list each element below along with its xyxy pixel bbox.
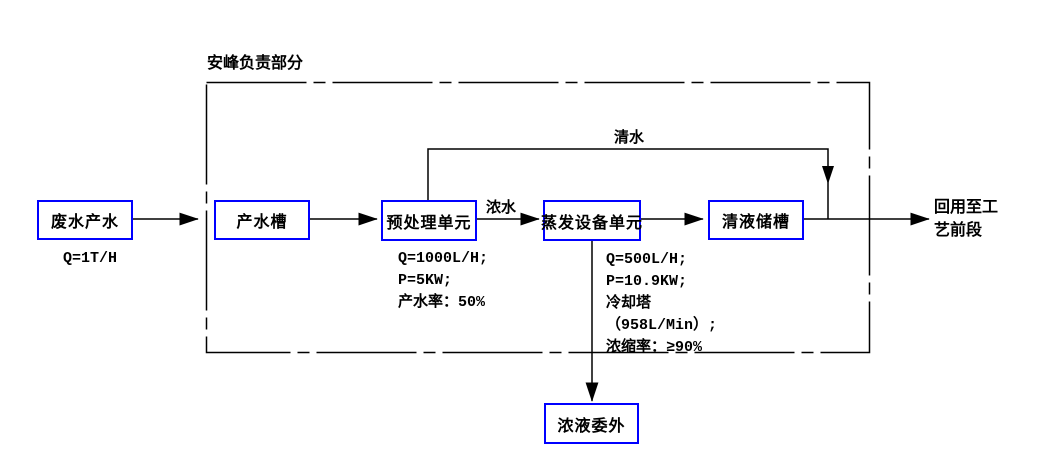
node-evaporation: 蒸发设备单元	[541, 200, 642, 241]
clear-water-label: 清水	[614, 129, 645, 146]
clear-water-down-arrowhead	[822, 166, 834, 184]
feed-rate-label: Q=1T/H	[63, 250, 118, 267]
evaporation-spec-cooling-flow: （958L/Min）;	[606, 317, 718, 334]
pretreatment-spec-power: P=5KW;	[398, 272, 453, 289]
node-concentrate-out: 浓液委外	[544, 403, 639, 444]
node-clear-tank: 清液储槽	[708, 200, 804, 240]
reuse-output-line2: 艺前段	[934, 222, 983, 239]
reuse-output-line1: 回用至工	[934, 199, 999, 216]
evaporation-spec-cooling-tower: 冷却塔	[606, 295, 652, 312]
evaporation-spec-flow: Q=500L/H;	[606, 251, 688, 268]
pretreatment-spec-flow: Q=1000L/H;	[398, 250, 489, 267]
evaporation-specs: Q=500L/H; P=10.9KW; 冷却塔 （958L/Min）; 浓缩率：…	[606, 249, 717, 359]
pretreatment-specs: Q=1000L/H; P=5KW; 产水率：50%	[398, 248, 488, 314]
node-pretreatment: 预处理单元	[381, 200, 477, 241]
node-product-tank: 产水槽	[214, 200, 310, 240]
evaporation-spec-power: P=10.9KW;	[606, 273, 688, 290]
concentrated-water-label: 浓水	[486, 199, 517, 216]
boundary-title: 安峰负责部分	[207, 55, 304, 72]
responsibility-boundary-box	[205, 81, 871, 354]
node-wastewater: 废水产水	[37, 200, 133, 240]
evaporation-spec-concentration-ratio: 浓缩率：≥90%	[606, 339, 703, 356]
pretreatment-spec-recovery: 产水率：50%	[398, 294, 486, 311]
reuse-output-label: 回用至工 艺前段	[934, 196, 998, 242]
